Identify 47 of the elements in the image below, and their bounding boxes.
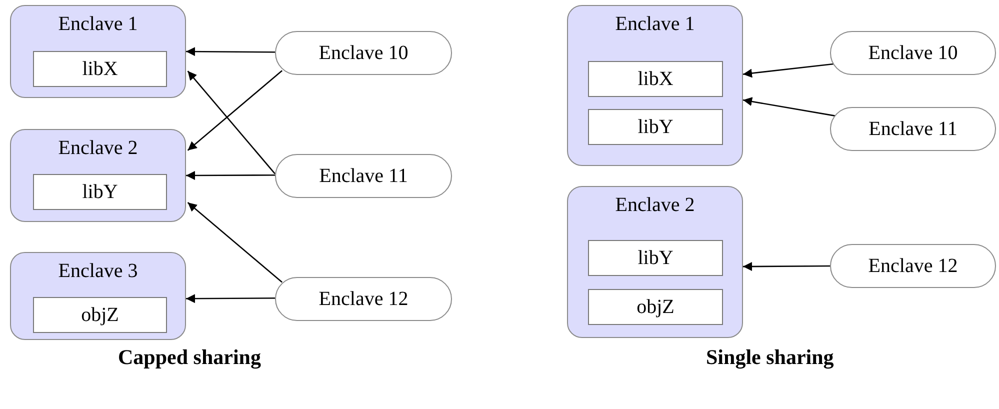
arrow (743, 262, 830, 271)
enclave-name: Enclave 10 (318, 43, 408, 63)
library-box (33, 297, 167, 333)
library-name: objZ (636, 297, 674, 317)
library-box (588, 109, 723, 145)
enclave-title: Enclave 2 (57, 138, 139, 158)
enclave-box (567, 5, 743, 166)
library-name: objZ (81, 305, 119, 325)
library-name: libX (82, 59, 118, 79)
enclave-pill (830, 31, 996, 75)
enclave-name: Enclave 10 (868, 43, 958, 63)
library-name: libY (638, 117, 674, 137)
arrow (187, 202, 282, 283)
enclave-name: Enclave 12 (318, 289, 408, 309)
enclave-name: Enclave 12 (868, 256, 958, 276)
enclave-title: Enclave 1 (57, 14, 139, 34)
enclave-box (10, 5, 186, 98)
enclave-pill (830, 107, 996, 151)
arrow (186, 170, 275, 180)
library-box (588, 289, 723, 325)
library-name: libY (82, 182, 118, 202)
library-box (33, 51, 167, 87)
arrow (742, 63, 834, 78)
enclave-title: Enclave 2 (614, 195, 696, 215)
library-name: libX (638, 69, 674, 89)
enclave-box (10, 129, 186, 222)
diagram-caption: Single sharing (706, 345, 834, 370)
enclave-pill (275, 31, 452, 75)
enclave-title: Enclave 3 (57, 261, 139, 281)
diagram-caption: Capped sharing (118, 345, 261, 370)
library-box (33, 174, 167, 210)
enclave-box (10, 252, 186, 340)
enclave-box (567, 186, 743, 338)
library-name: libY (638, 248, 674, 268)
enclave-name: Enclave 11 (319, 166, 408, 186)
enclave-pill (275, 154, 452, 198)
arrow (186, 294, 275, 304)
enclave-pill (275, 277, 452, 321)
enclave-pill (830, 244, 996, 288)
enclave-title: Enclave 1 (614, 14, 696, 34)
arrow (187, 70, 276, 174)
enclave-name: Enclave 11 (868, 119, 958, 139)
arrow (187, 70, 282, 151)
arrow (742, 97, 836, 116)
arrow (186, 47, 275, 56)
library-box (588, 61, 723, 97)
library-box (588, 240, 723, 276)
